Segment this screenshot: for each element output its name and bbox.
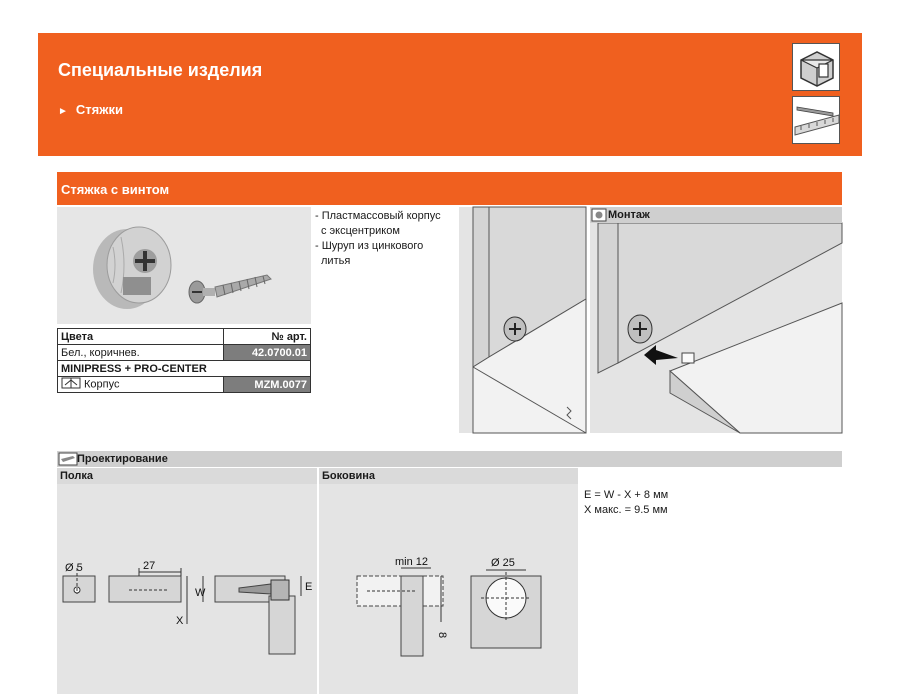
spec-table: Цвета № арт. Бел., коричнев. 42.0700.01 … (57, 328, 311, 393)
formula-block: E = W - X + 8 мм X макс. = 9.5 мм (584, 488, 668, 518)
bullet-arrow-icon: ► (58, 106, 68, 117)
column-header-side-panel: Боковина (319, 468, 578, 484)
description-line: с эксцентриком (321, 225, 400, 237)
description-line: - Пластмассовый корпус (315, 210, 441, 222)
dim-27: 27 (143, 560, 155, 572)
mounting-label: Монтаж (608, 209, 650, 221)
dim-8: 8 (436, 632, 448, 638)
dim-diameter-5: Ø 5 (65, 562, 83, 574)
column-header-article: № арт. (223, 328, 311, 345)
formula-line: E = W - X + 8 мм (584, 489, 669, 501)
mounting-illustration (590, 207, 843, 434)
header-banner: Специальные изделия ► Стяжки (38, 33, 862, 156)
description-line: литья (321, 255, 351, 267)
installed-view-illustration (459, 206, 587, 434)
design-header: Проектирование (57, 451, 842, 467)
table-header-row: Цвета № арт. (57, 328, 311, 345)
formula-line: X макс. = 9.5 мм (584, 504, 668, 516)
mounting-hand-icon (591, 208, 607, 222)
ruler-pencil-icon (792, 96, 840, 144)
table-subheading: MINIPRESS + PRO-CENTER (57, 360, 311, 377)
section-header: Стяжка с винтом (57, 172, 842, 205)
cell-corpus: Корпус (57, 376, 224, 393)
cell-color: Бел., коричнев. (57, 344, 224, 361)
product-description: - Пластмассовый корпус с эксцентриком - … (315, 209, 465, 269)
subtitle-text: Стяжки (75, 102, 123, 117)
dim-diameter-25: Ø 25 (491, 557, 515, 569)
dim-x: X (176, 615, 184, 627)
dim-e: E (305, 581, 312, 593)
shelf-drawing: Ø 5 27 X W E (57, 484, 317, 694)
page-subtitle: ► Стяжки (58, 102, 123, 117)
column-header-shelf: Полка (57, 468, 317, 484)
corpus-icon (61, 377, 81, 392)
cell-corpus-article: MZM.0077 (223, 376, 311, 393)
column-header-colors: Цвета (57, 328, 224, 345)
table-subheading-row: MINIPRESS + PRO-CENTER (57, 360, 311, 377)
cell-article: 42.0700.01 (223, 344, 311, 361)
page-title: Специальные изделия (58, 60, 263, 80)
table-row: Бел., коричнев. 42.0700.01 (57, 344, 311, 361)
mounting-header: Монтаж (590, 207, 842, 223)
pencil-ruler-icon (58, 452, 78, 466)
section-title: Стяжка с винтом (61, 182, 170, 197)
connector-fitting-icon (792, 43, 840, 91)
table-row: Корпус MZM.0077 (57, 376, 311, 393)
design-label: Проектирование (77, 453, 168, 465)
description-line: - Шуруп из цинкового (315, 240, 424, 252)
corpus-label: Корпус (84, 378, 120, 391)
side-panel-drawing: min 12 8 Ø 25 (319, 484, 578, 694)
dim-min-12: min 12 (395, 556, 428, 568)
product-photo (57, 207, 311, 324)
dim-w: W (195, 587, 206, 599)
